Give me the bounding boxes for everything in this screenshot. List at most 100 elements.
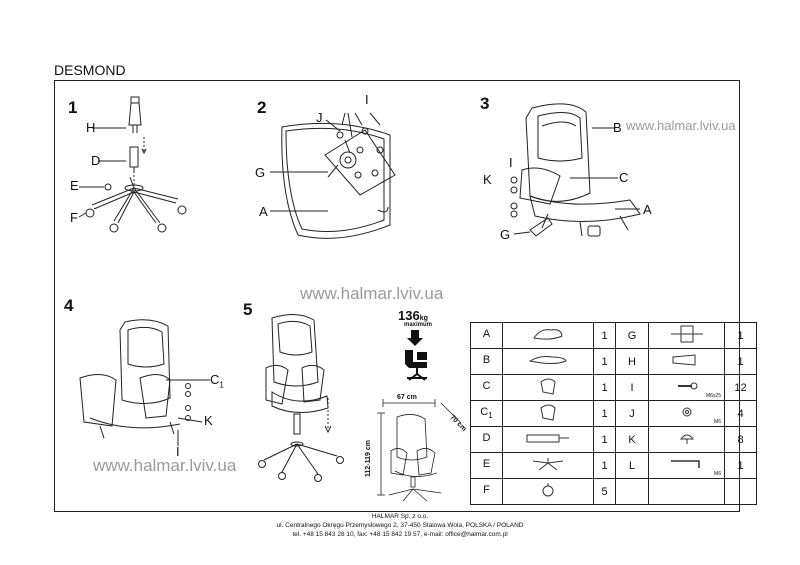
label-i: I [176, 444, 180, 459]
max-load-icon [405, 330, 427, 381]
part-image [502, 452, 594, 479]
step1-illustration [78, 96, 187, 233]
footer: HALMAR Sp. z o.o. ul. Centralnego Okręgu… [0, 512, 800, 539]
step2-illustration [270, 112, 396, 239]
part-image [502, 322, 594, 349]
footer-contact: tel. +48 15 843 28 10, fax: +48 15 842 1… [292, 531, 508, 538]
footer-address: ul. Centralnego Okręgu Przemysłowego 2, … [276, 522, 524, 529]
step-number-1: 1 [68, 98, 78, 117]
part-image [648, 322, 725, 349]
label-g: G [500, 227, 511, 242]
part-letter: C1 [470, 400, 503, 427]
part-letter: D [470, 426, 503, 453]
part-size-note: M6x25 [705, 393, 721, 399]
watermark-center: www.halmar.lviv.ua [300, 284, 444, 303]
part-image [502, 478, 594, 505]
step3-illustration [510, 103, 641, 237]
max-load-number: 136 [398, 308, 420, 323]
label-i: I [365, 92, 369, 107]
part-quantity: 1 [593, 348, 616, 375]
part-quantity: 8 [724, 426, 757, 453]
part-quantity: 1 [593, 426, 616, 453]
part-letter: B [470, 348, 503, 375]
part-letter: F [470, 478, 503, 505]
watermark-top-right: www.halmar.lviv.ua [626, 118, 736, 133]
dimension-height: 112-119 cm [364, 440, 372, 477]
label-b: B [613, 120, 622, 135]
label-a: A [643, 202, 652, 217]
label-a: A [259, 204, 268, 219]
part-letter: A [470, 322, 503, 349]
part-letter [615, 478, 649, 505]
label-j: J [316, 110, 323, 125]
part-quantity: 5 [593, 478, 616, 505]
part-quantity: 1 [724, 322, 757, 349]
dimension-drawing [377, 399, 462, 502]
label-c1-letter: C [210, 372, 220, 387]
part-image [648, 348, 725, 375]
part-quantity: 1 [593, 400, 616, 427]
part-image [648, 426, 725, 453]
part-image [648, 478, 725, 505]
part-quantity: 4 [724, 400, 757, 427]
part-image [502, 400, 594, 427]
label-i: I [509, 155, 513, 170]
max-load-value: 136kg [398, 308, 428, 323]
part-size-note: M6 [714, 471, 721, 477]
label-f: F [70, 210, 78, 225]
part-quantity: 1 [593, 374, 616, 401]
step-number-5: 5 [243, 300, 253, 319]
label-c1-subscript: 1 [219, 380, 224, 390]
label-e: E [70, 178, 79, 193]
part-letter: E [470, 452, 503, 479]
max-load-unit: kg [419, 315, 428, 322]
part-quantity: 1 [593, 452, 616, 479]
label-d: D [91, 153, 101, 168]
part-image: M6 [648, 400, 725, 427]
part-quantity: 1 [724, 348, 757, 375]
part-quantity: 1 [724, 452, 757, 479]
footer-company: HALMAR Sp. z o.o. [371, 513, 429, 520]
instruction-frame [54, 80, 740, 512]
part-letter: H [615, 348, 649, 375]
label-h: H [86, 120, 96, 135]
max-load-caption: maximum [404, 322, 433, 328]
label-k: K [204, 413, 213, 428]
part-image: M6x25 [648, 374, 725, 401]
part-letter: G [615, 322, 649, 349]
label-c: C [619, 170, 629, 185]
part-image [502, 426, 594, 453]
watermark-bottom-left: www.halmar.lviv.ua [93, 456, 237, 475]
part-letter: K [615, 426, 649, 453]
step-number-3: 3 [480, 94, 490, 113]
label-k: K [483, 172, 492, 187]
step-number-4: 4 [64, 296, 74, 315]
part-image: M6 [648, 452, 725, 479]
step5-illustration [258, 314, 344, 482]
part-quantity: 12 [724, 374, 757, 401]
label-g: G [255, 165, 266, 180]
part-image [502, 374, 594, 401]
part-image [502, 348, 594, 375]
document-title: DESMOND [54, 62, 126, 78]
part-quantity [724, 478, 757, 505]
part-letter: C [470, 374, 503, 401]
step-number-2: 2 [257, 98, 267, 117]
part-size-note: M6 [714, 419, 721, 425]
part-letter: J [615, 400, 649, 427]
part-quantity: 1 [593, 322, 616, 349]
part-letter: I [615, 374, 649, 401]
step4-illustration [79, 319, 210, 446]
part-letter: L [615, 452, 649, 479]
dimension-width: 67 cm [397, 394, 417, 401]
label-c1: C1 [210, 372, 224, 390]
